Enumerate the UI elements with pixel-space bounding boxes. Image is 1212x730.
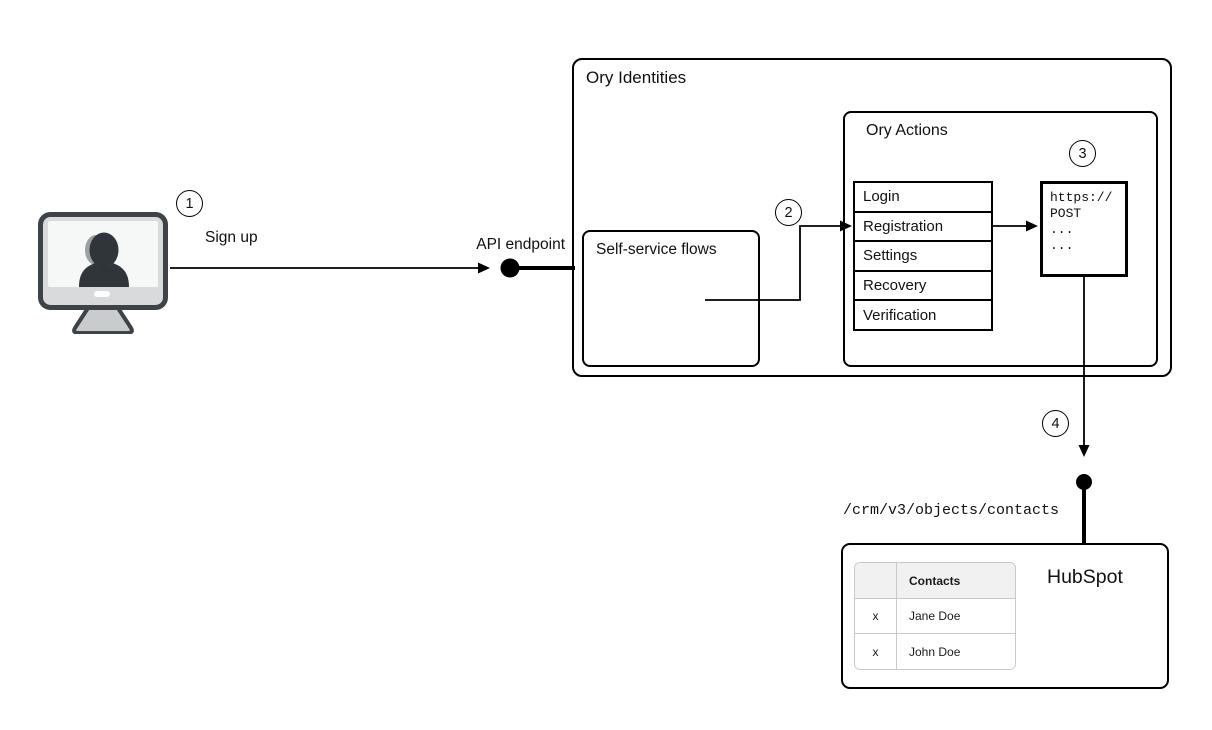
hubspot-box [841,543,1169,689]
flow-row-registration: Registration [855,213,991,243]
crm-path-label: /crm/v3/objects/contacts [843,502,1060,519]
ory-actions-title: Ory Actions [866,122,948,139]
hubspot-title: HubSpot [1047,566,1123,588]
ory-actions-box [843,111,1158,367]
contacts-header-empty-cell [855,563,897,598]
hubspot-endpoint-dot [1076,474,1092,490]
code-line: ... [1050,222,1074,237]
ory-identities-title: Ory Identities [586,68,687,87]
contacts-row: x John Doe [855,634,1015,669]
sign-up-label: Sign up [205,229,258,246]
down-arrowhead [1078,445,1090,457]
step-badge-3: 3 [1069,140,1096,167]
code-line: ... [1050,238,1074,253]
contact-name-cell: John Doe [909,644,961,659]
user-silhouette-shoulders [79,263,129,287]
self-service-flow-table: Login Registration Settings Recovery Ver… [853,181,993,331]
code-line: POST [1050,206,1082,221]
flow-row-recovery: Recovery [855,272,991,302]
flow-row-login: Login [855,183,991,213]
monitor-icon [38,212,168,335]
user-silhouette-head [89,232,119,268]
contacts-header-label: Contacts [909,573,961,588]
contact-check-cell: x [855,634,897,669]
user-device-icon [38,212,168,335]
contact-name-cell: Jane Doe [909,609,961,623]
step-badge-2: 2 [775,199,802,226]
step-badge-4: 4 [1042,410,1069,437]
signup-arrowhead [478,262,490,274]
flow-row-verification: Verification [863,306,937,324]
code-line: https:// [1050,190,1113,205]
step-badge-1: 1 [176,190,203,217]
webhook-code-box: https:// POST ... ... [1040,181,1128,277]
contact-check-cell: x [855,599,897,633]
contacts-table: Contacts x Jane Doe x John Doe [854,562,1016,670]
api-endpoint-label: API endpoint [476,236,565,253]
ory-identities-box [572,58,1172,377]
contacts-table-header-row: Contacts [855,563,1015,599]
flow-row-settings: Settings [855,242,991,272]
contacts-row: x Jane Doe [855,599,1015,634]
api-endpoint-dot [500,258,520,278]
self-service-flows-title: Self-service flows [596,241,717,258]
